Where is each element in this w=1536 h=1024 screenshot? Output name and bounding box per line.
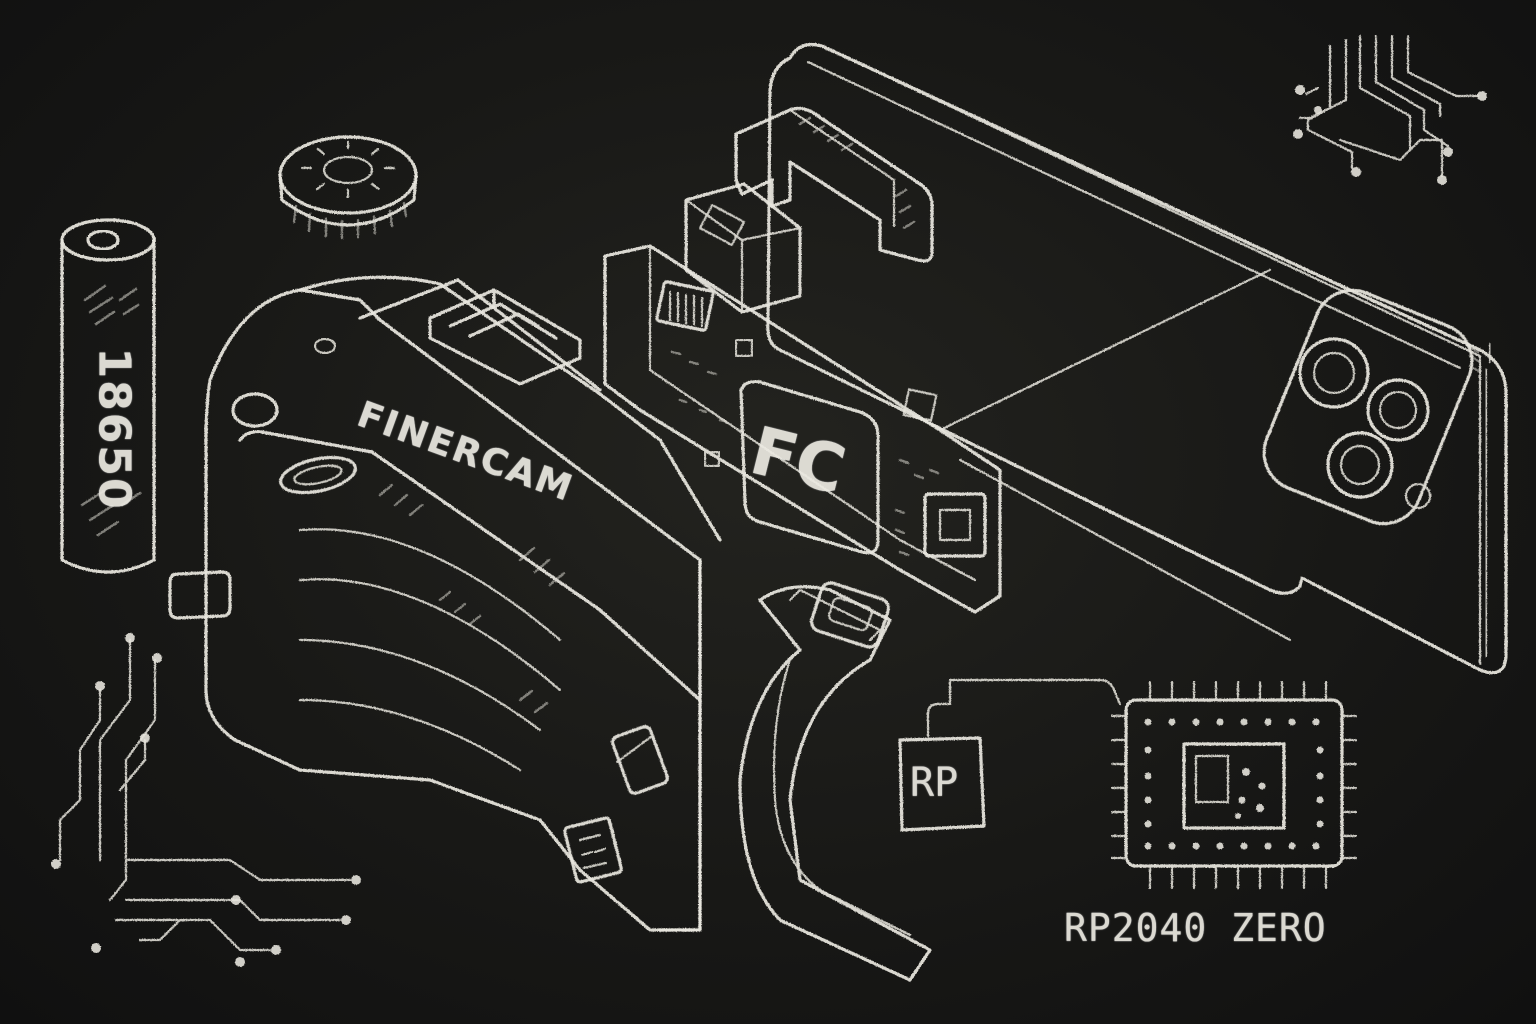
rp2040-chip: [1110, 680, 1358, 890]
circuit-traces-bottom-left: [51, 633, 361, 967]
top-mount-bracket: [428, 288, 582, 386]
camera-grip-body: [204, 275, 722, 932]
fc-logo-plate: [739, 380, 880, 555]
controller-pcb: [603, 244, 1002, 642]
side-button: [168, 570, 232, 620]
smartphone: [766, 42, 1508, 675]
battery-18650: [60, 218, 156, 574]
rp-module-link: [898, 678, 1122, 832]
circuit-traces-top-right: [1293, 34, 1487, 185]
battery-label: 18650: [88, 347, 140, 511]
rp-module-label: RP: [910, 760, 959, 806]
phone-clamp-parts: [684, 106, 934, 314]
projection-line: [938, 268, 1292, 642]
trigger-hook: [738, 581, 932, 982]
chip-name-label: RP2040 ZERO: [1064, 906, 1327, 950]
dial-knob: [278, 135, 418, 240]
